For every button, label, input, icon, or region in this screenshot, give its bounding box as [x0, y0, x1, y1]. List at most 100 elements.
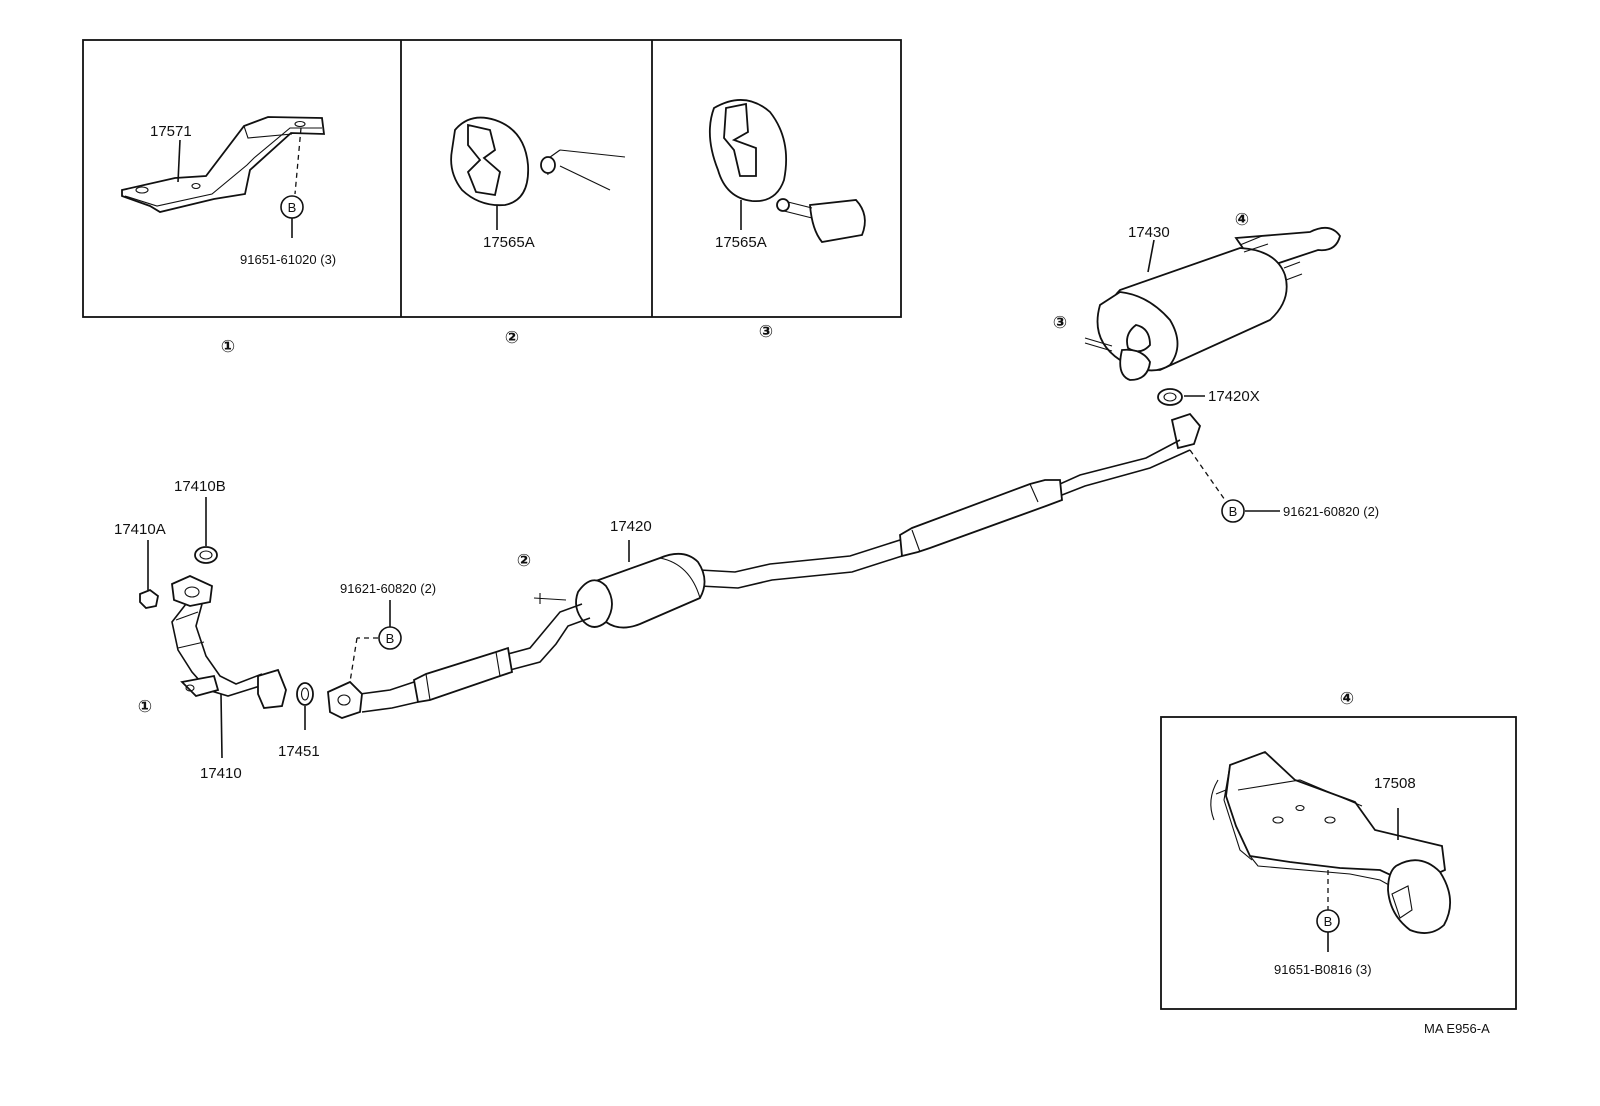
bolt-b-code: B — [1229, 504, 1238, 519]
flange-hole — [184, 586, 200, 598]
inset-2-hanger: 17565A — [450, 116, 626, 251]
marker-1: ① — [138, 697, 152, 716]
inset-markers: ① ② ③ — [221, 322, 773, 356]
bracket-hole — [135, 186, 149, 194]
bolt-b-code: B — [386, 631, 395, 646]
gasket-hole — [199, 550, 213, 560]
muffler-seam — [659, 557, 701, 599]
bracket-edge — [124, 127, 322, 207]
pipe-line — [507, 603, 583, 655]
part-number-91621-60820: 91621-60820 (2) — [340, 581, 436, 596]
part-number-17420: 17420 — [610, 518, 652, 535]
pipe-line — [361, 701, 419, 713]
bolt-callout-right: B 91621-60820 (2) — [1189, 449, 1379, 523]
part-number-17565A: 17565A — [483, 234, 535, 251]
bolt-dashed-line — [1189, 449, 1226, 501]
nut-17410A: 17410A — [114, 521, 166, 609]
gasket-17451: 17451 — [278, 682, 320, 760]
muffler-flange — [1119, 348, 1151, 381]
gasket-17410B: 17410B — [174, 478, 226, 564]
rear-muffler-17430: 17430 ④ ③ — [1053, 210, 1341, 381]
marker-4: ④ — [1340, 689, 1354, 708]
inset-frame — [1160, 716, 1517, 1010]
front-flange — [327, 680, 363, 719]
part-number-17571: 17571 — [150, 123, 192, 140]
hanger-pin — [540, 156, 556, 174]
part-number-17420X: 17420X — [1208, 388, 1260, 405]
gasket-hole — [300, 687, 310, 701]
manifold-flange — [171, 575, 213, 607]
gasket-hole — [1163, 392, 1177, 402]
gasket-17420X: 17420X — [1157, 388, 1260, 406]
gasket-ring — [296, 682, 314, 706]
marker-3: ③ — [759, 322, 773, 341]
bolt-callout-middle: 91621-60820 (2) B — [340, 581, 436, 683]
hanger-rod — [545, 149, 626, 191]
part-number-17410: 17410 — [200, 765, 242, 782]
pipe-line — [195, 603, 263, 685]
inset-4-bracket: ④ 17508 B 91651-B0816 (3) — [1160, 689, 1517, 1010]
marker-1: ① — [221, 337, 235, 356]
bracket-hole — [1324, 816, 1336, 824]
part-number-91651-B0816: 91651-B0816 (3) — [1274, 962, 1372, 977]
pipe-line — [699, 539, 901, 573]
gasket-ring — [194, 546, 218, 564]
part-number-17410A: 17410A — [114, 521, 166, 538]
center-pipe-17420: 17420 ② — [327, 412, 1202, 719]
hanger-rod — [1239, 235, 1303, 281]
marker-2: ② — [505, 328, 519, 347]
leader-line — [1147, 239, 1155, 273]
marker-4: ④ — [1235, 210, 1249, 229]
gasket-ring — [1157, 388, 1183, 406]
pipe-line — [171, 603, 261, 697]
marker-3: ③ — [1053, 313, 1067, 332]
leader-line — [177, 139, 181, 183]
bracket-rubber-mount — [1387, 859, 1451, 934]
nut-drawing — [139, 588, 159, 609]
hanger-rod — [533, 593, 567, 604]
bracket-hole — [294, 120, 306, 128]
muffler-tail-stub — [809, 199, 866, 243]
bracket-hole — [185, 684, 195, 692]
part-number-91651-61020: 91651-61020 (3) — [240, 252, 336, 267]
bracket-hole — [1272, 816, 1284, 824]
bracket-hole — [1295, 804, 1305, 812]
pipe-flange — [257, 668, 287, 709]
flange-hole — [337, 694, 351, 706]
diagram-code: MA E956-A — [1424, 1021, 1490, 1036]
bolt-b-circle — [378, 626, 402, 650]
bolt-dashed-line — [349, 637, 358, 683]
resonator — [899, 479, 1063, 558]
leader-line — [220, 693, 223, 759]
part-number-17451: 17451 — [278, 743, 320, 760]
bracket-edge — [1249, 855, 1399, 891]
hanger-slot — [723, 102, 757, 177]
front-muffler-end — [575, 579, 613, 628]
front-pipe-17410: 17410 ① — [138, 575, 287, 782]
pipe-line — [359, 681, 415, 695]
bolt-b-code: B — [1324, 914, 1333, 929]
rear-flange — [1170, 412, 1202, 450]
part-number-17410B: 17410B — [174, 478, 226, 495]
bracket-hole — [191, 182, 201, 190]
mount-slot — [1391, 885, 1413, 919]
hanger-pin — [776, 198, 790, 212]
bracket-edge — [243, 125, 293, 139]
part-number-91621-60820: 91621-60820 (2) — [1283, 504, 1379, 519]
bracket-edge — [1210, 779, 1227, 821]
pipe-detail — [175, 611, 205, 649]
pipe-line — [1047, 449, 1191, 499]
bolt-b-circle — [1221, 499, 1245, 523]
bracket-17571-drawing — [121, 116, 326, 213]
bolt-b-code: B — [288, 200, 297, 215]
inset-frame — [82, 39, 902, 318]
resonator-seam — [911, 483, 1039, 553]
hanger-slot — [466, 123, 501, 197]
part-number-17565A: 17565A — [715, 234, 767, 251]
resonator-seam — [425, 651, 501, 701]
hanger-rod — [1084, 337, 1113, 352]
bracket-edge — [1223, 764, 1363, 861]
inset-panels — [82, 39, 902, 318]
inset-1-bracket: B 17571 91651-61020 (3) — [121, 116, 336, 267]
pipe-line — [509, 617, 591, 671]
